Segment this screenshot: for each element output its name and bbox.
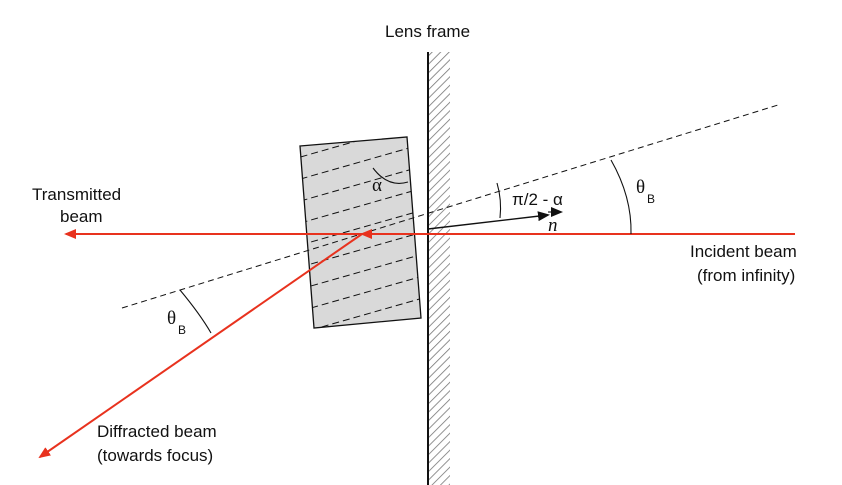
crystal-block (299, 136, 422, 329)
alpha-label: α (372, 175, 382, 196)
lens-frame-label: Lens frame (385, 22, 470, 41)
diffracted-label-line2: (towards focus) (97, 446, 213, 465)
normal-vector-arrow (427, 211, 550, 230)
theta-left-subscript: B (178, 323, 186, 337)
lens-frame-hatch (428, 52, 450, 485)
incident-label-line2: (from infinity) (697, 266, 795, 285)
incident-label-line1: Incident beam (690, 242, 797, 261)
diffracted-beam (38, 233, 363, 459)
diffracted-label-line1: Diffracted beam (97, 422, 217, 441)
theta-right-subscript: B (647, 192, 655, 206)
transmitted-label-line1: Transmitted (32, 185, 121, 204)
theta-right-label: θ (636, 177, 645, 198)
normal-vector-label: n (548, 215, 558, 236)
transmitted-label-line2: beam (60, 207, 103, 226)
bragg-plane-line (121, 104, 779, 309)
pi-half-minus-alpha-label: π/2 - α (512, 190, 563, 209)
theta-left-label: θ (167, 308, 176, 329)
angle-arc-alpha (372, 167, 409, 184)
angle-arc-theta-right (610, 159, 632, 235)
angle-arc-pi-half-minus-alpha (496, 182, 502, 219)
angle-arc-theta-left (179, 289, 212, 334)
